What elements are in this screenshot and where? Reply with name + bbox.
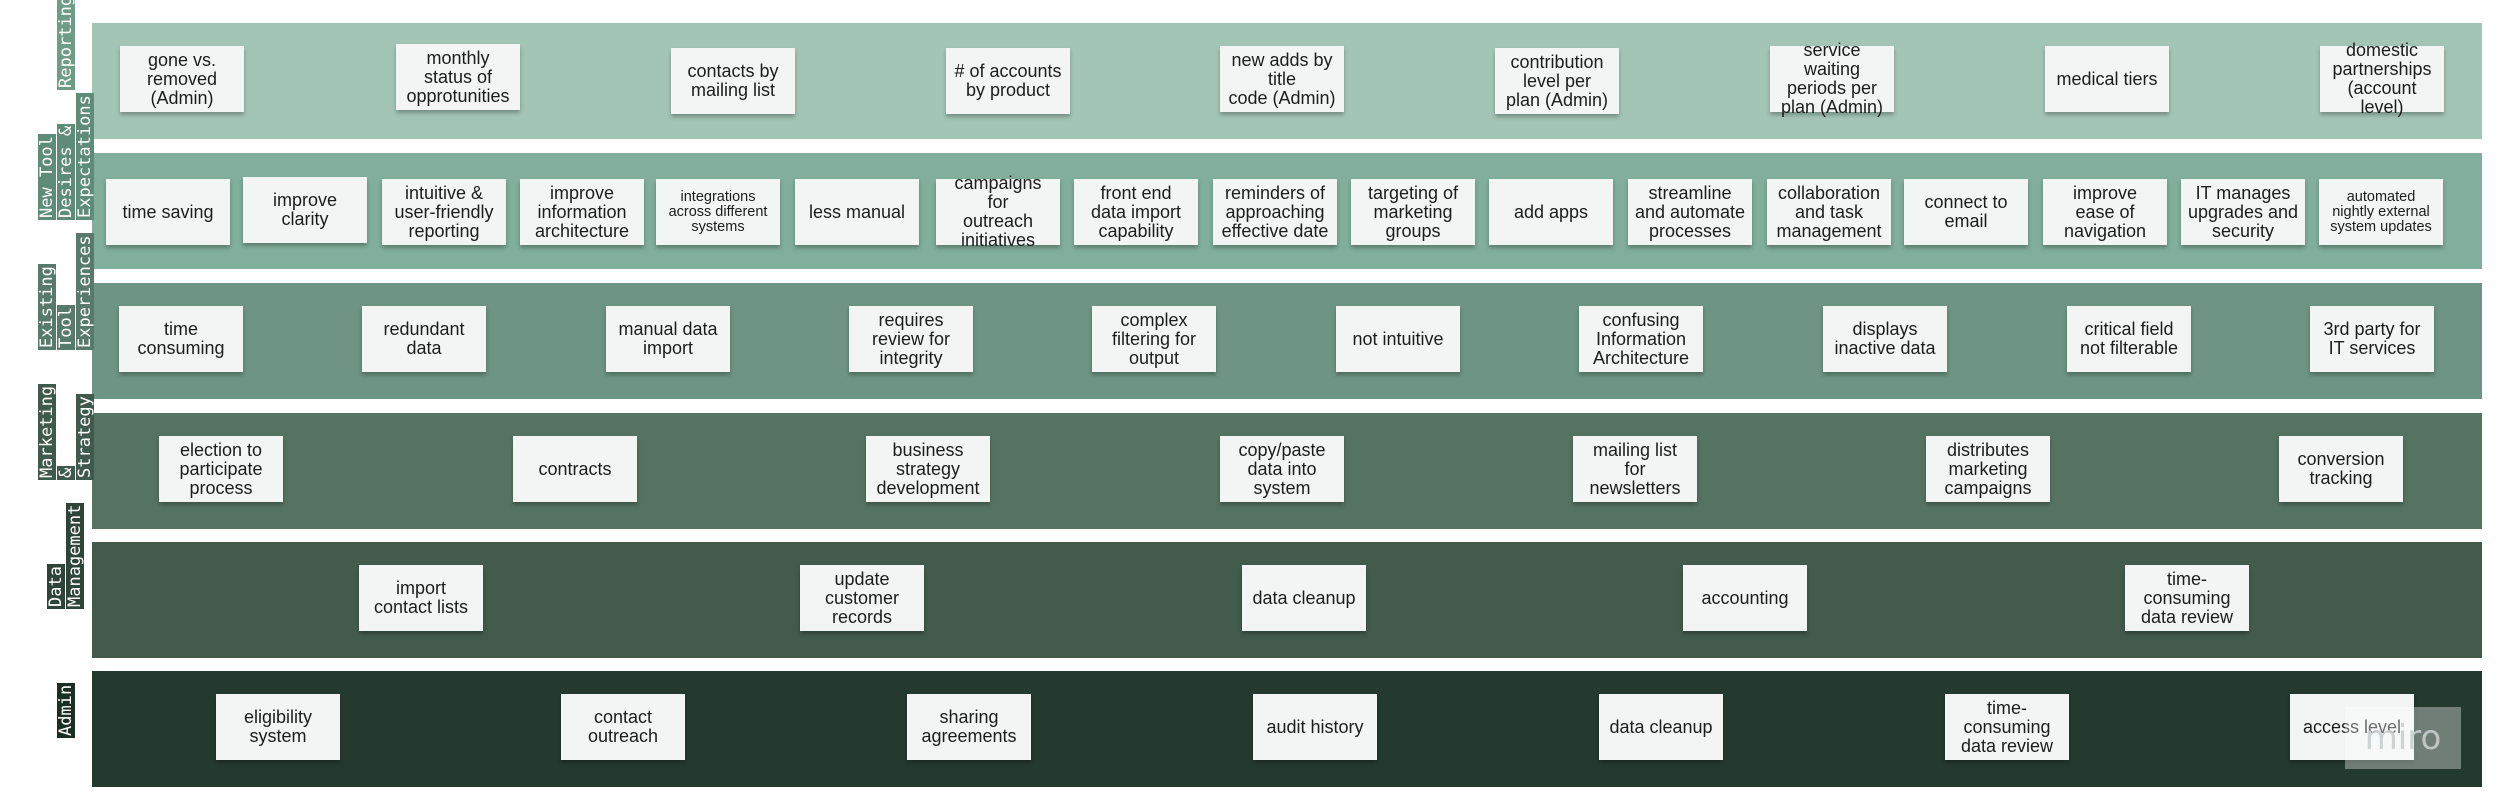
sticky-note[interactable]: distributes marketing campaigns (1926, 436, 2050, 502)
lane-label: Admin (55, 682, 76, 738)
sticky-note[interactable]: medical tiers (2045, 46, 2169, 112)
sticky-note[interactable]: IT manages upgrades and security (2181, 179, 2305, 245)
sticky-note[interactable]: integrations across different systems (656, 179, 780, 245)
sticky-note[interactable]: redundant data (362, 306, 486, 372)
lane-label: Existing (36, 264, 57, 350)
sticky-note[interactable]: election to participate process (159, 436, 283, 502)
sticky-note[interactable]: automated nightly external system update… (2319, 179, 2443, 245)
sticky-note[interactable]: contracts (513, 436, 637, 502)
sticky-note[interactable]: 3rd party for IT services (2310, 306, 2434, 372)
sticky-note[interactable]: contacts by mailing list (671, 48, 795, 114)
lane-label: New Tool (36, 134, 57, 220)
sticky-note[interactable]: data cleanup (1242, 565, 1366, 631)
sticky-note[interactable]: eligibility system (216, 694, 340, 760)
sticky-note[interactable]: # of accounts by product (946, 48, 1070, 114)
sticky-note[interactable]: improve ease of navigation (2043, 179, 2167, 245)
lane-label: Tool (55, 305, 76, 350)
lane-label: Data (46, 564, 66, 609)
sticky-note[interactable]: contact outreach (561, 694, 685, 760)
sticky-note[interactable]: intuitive & user-friendly reporting (382, 179, 506, 245)
sticky-note[interactable]: copy/paste data into system (1220, 436, 1344, 502)
sticky-note[interactable]: confusing Information Architecture (1579, 306, 1703, 372)
sticky-note[interactable]: data cleanup (1599, 694, 1723, 760)
sticky-note[interactable]: improve clarity (243, 177, 367, 243)
sticky-note[interactable]: improve information architecture (520, 179, 644, 245)
sticky-note[interactable]: connect to email (1904, 179, 2028, 245)
lane-label: Expectations (74, 93, 95, 220)
sticky-note[interactable]: manual data import (606, 306, 730, 372)
sticky-note[interactable]: time- consuming data review (1945, 694, 2069, 760)
sticky-note[interactable]: campaigns for outreach initiatives (936, 174, 1060, 250)
lane-label: Experiences (74, 233, 95, 350)
sticky-note[interactable]: less manual (795, 179, 919, 245)
sticky-note[interactable]: conversion tracking (2279, 436, 2403, 502)
lane-label: & (55, 465, 76, 480)
sticky-note[interactable]: sharing agreements (907, 694, 1031, 760)
lane-label: Management (65, 502, 85, 609)
sticky-note[interactable]: targeting of marketing groups (1351, 179, 1475, 245)
sticky-note[interactable]: new adds by title code (Admin) (1220, 46, 1344, 112)
sticky-note[interactable]: reminders of approaching effective date (1213, 179, 1337, 245)
lane-label: Desires & (55, 123, 76, 220)
sticky-note[interactable]: displays inactive data (1823, 306, 1947, 372)
sticky-note[interactable]: business strategy development (866, 436, 990, 502)
sticky-note[interactable]: accounting (1683, 565, 1807, 631)
sticky-note[interactable]: add apps (1489, 179, 1613, 245)
lane-label: Reporting (56, 0, 76, 90)
lane-label: Marketing (36, 383, 57, 480)
sticky-note[interactable]: mailing list for newsletters (1573, 436, 1697, 502)
lane-label: Strategy (74, 394, 95, 480)
sticky-note[interactable]: audit history (1253, 694, 1377, 760)
sticky-note[interactable]: update customer records (800, 565, 924, 631)
sticky-note[interactable]: time consuming (119, 306, 243, 372)
sticky-note[interactable]: import contact lists (359, 565, 483, 631)
sticky-note[interactable]: domestic partnerships (account level) (2320, 41, 2444, 117)
sticky-note[interactable]: front end data import capability (1074, 179, 1198, 245)
sticky-note[interactable]: complex filtering for output (1092, 306, 1216, 372)
sticky-note[interactable]: critical field not filterable (2067, 306, 2191, 372)
sticky-note[interactable]: streamline and automate processes (1628, 179, 1752, 245)
sticky-note[interactable]: monthly status of opprotunities (396, 44, 520, 110)
sticky-note[interactable]: time- consuming data review (2125, 565, 2249, 631)
sticky-note[interactable]: access level (2290, 694, 2414, 760)
sticky-note[interactable]: gone vs. removed (Admin) (120, 46, 244, 112)
sticky-note[interactable]: not intuitive (1336, 306, 1460, 372)
watermark-text: miro (2364, 718, 2442, 758)
miro-watermark: miro (2345, 707, 2461, 769)
sticky-note[interactable]: requires review for integrity (849, 306, 973, 372)
sticky-note[interactable]: service waiting periods per plan (Admin) (1770, 41, 1894, 117)
sticky-note[interactable]: contribution level per plan (Admin) (1495, 48, 1619, 114)
sticky-note[interactable]: collaboration and task management (1767, 179, 1891, 245)
sticky-note[interactable]: time saving (106, 179, 230, 245)
